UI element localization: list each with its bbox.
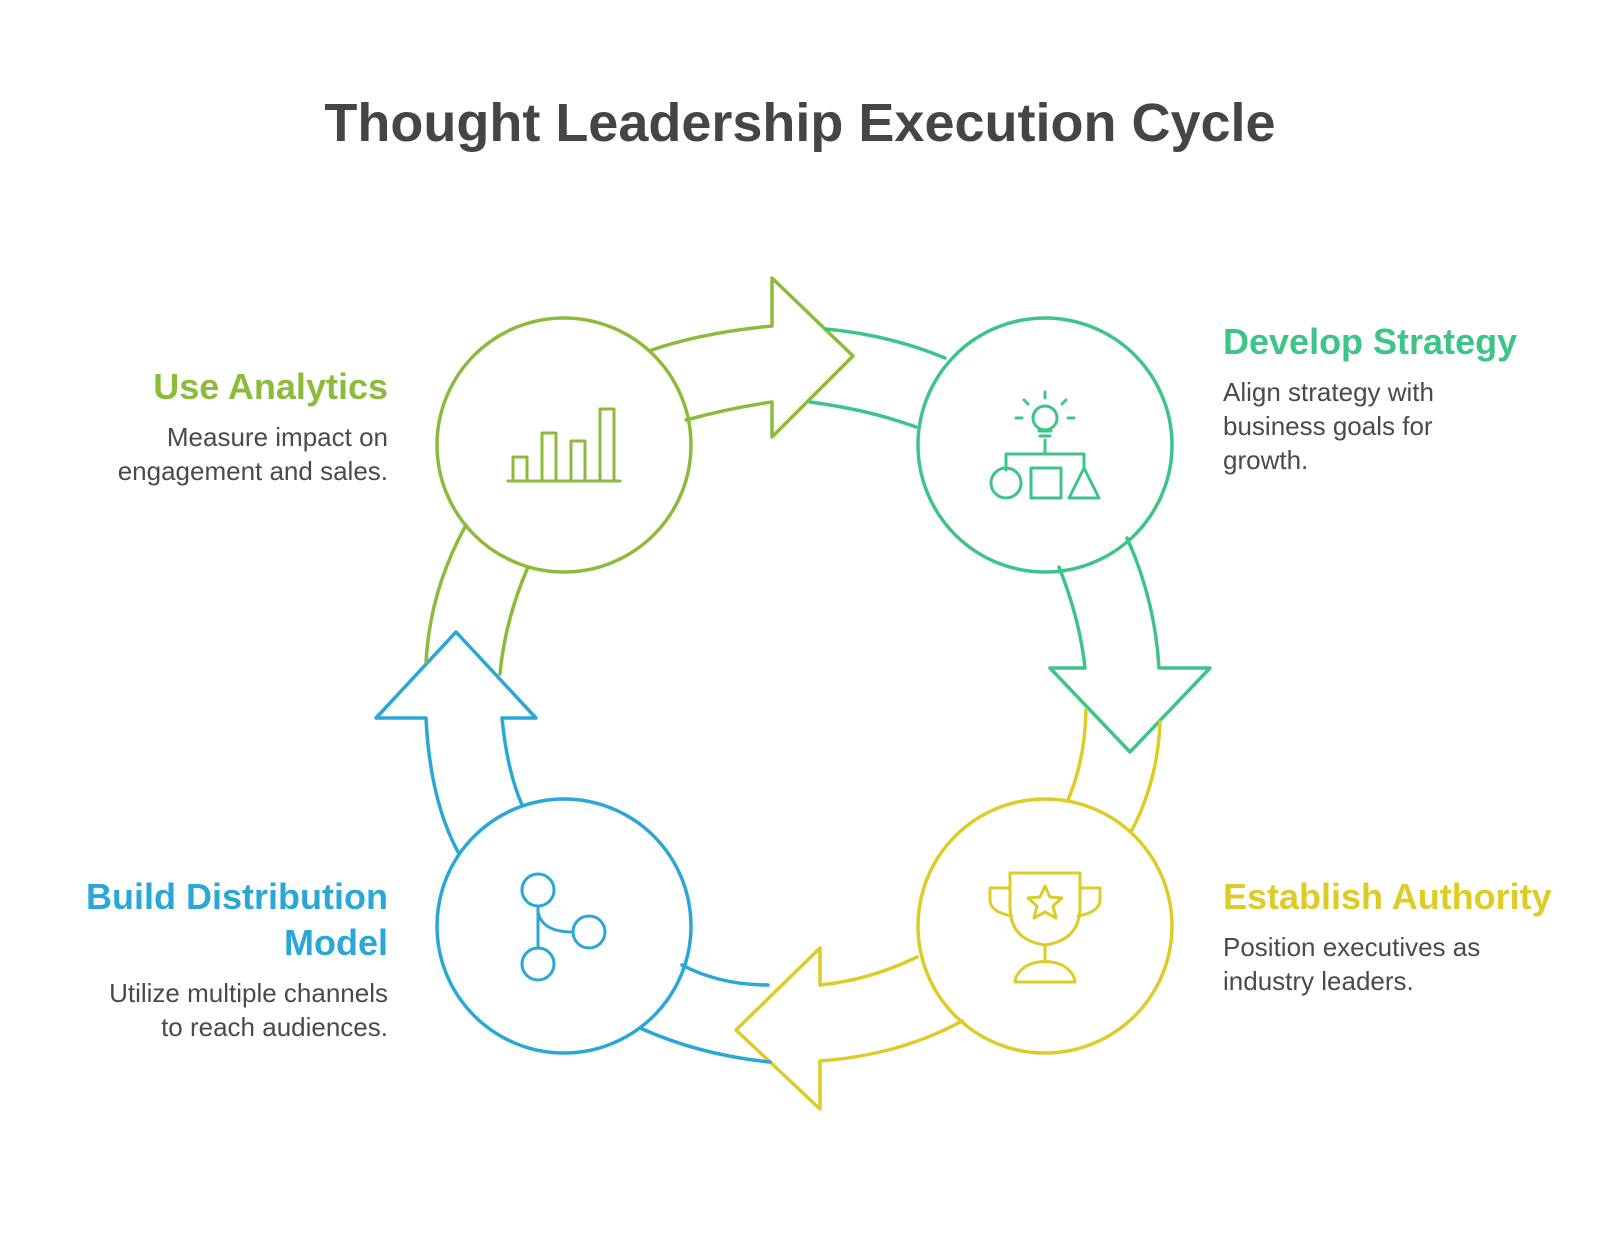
arrow-strategy-to-authority bbox=[1048, 536, 1212, 754]
arrow-distribution-to-analytics bbox=[374, 630, 538, 854]
step-analytics-desc: Measure impact on engagement and sales. bbox=[117, 422, 388, 486]
lightbulb-shapes-icon bbox=[989, 390, 1101, 500]
arrow-tail-authority bbox=[1066, 708, 1162, 832]
arrow-tail-analytics bbox=[424, 523, 530, 676]
node-analytics bbox=[435, 316, 693, 574]
step-strategy: Develop Strategy Align strategy with bus… bbox=[1223, 319, 1553, 477]
step-distribution-desc: Utilize multiple channels to reach audie… bbox=[109, 978, 388, 1042]
step-distribution-title: Build Distribution Model bbox=[86, 876, 388, 963]
step-authority: Establish Authority Position executives … bbox=[1223, 874, 1583, 998]
arrow-analytics-to-strategy bbox=[647, 276, 855, 439]
node-distribution bbox=[435, 797, 693, 1055]
arrow-tail-distribution bbox=[638, 963, 772, 1064]
step-authority-desc: Position executives as industry leaders. bbox=[1223, 932, 1481, 996]
bar-chart-icon bbox=[506, 407, 622, 483]
step-analytics-title: Use Analytics bbox=[153, 366, 388, 407]
node-strategy bbox=[916, 316, 1174, 574]
node-authority bbox=[916, 797, 1174, 1055]
arrow-authority-to-distribution bbox=[734, 946, 964, 1111]
step-strategy-desc: Align strategy with business goals for g… bbox=[1223, 377, 1434, 475]
step-authority-title: Establish Authority bbox=[1223, 876, 1552, 917]
arrow-tail-strategy bbox=[808, 327, 947, 429]
branch-icon bbox=[520, 872, 607, 982]
step-analytics: Use Analytics Measure impact on engageme… bbox=[60, 364, 388, 488]
step-distribution: Build Distribution Model Utilize multipl… bbox=[60, 874, 388, 1044]
trophy-icon bbox=[988, 871, 1102, 984]
page-title: Thought Leadership Execution Cycle bbox=[324, 93, 1276, 153]
step-strategy-title: Develop Strategy bbox=[1223, 321, 1518, 362]
